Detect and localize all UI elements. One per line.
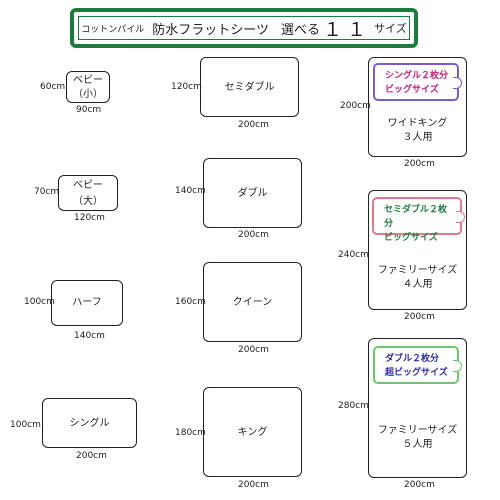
sheet-baby-large: ベビー （大） <box>58 175 118 211</box>
page-curl-icon <box>456 211 465 223</box>
sheet-name-sub: ５人用 <box>402 439 433 450</box>
sheet-width-label: 200cm <box>76 451 107 461</box>
family-4-promo-badge: セミダブル２枚分 ビッグサイズ <box>372 197 465 243</box>
badge-line: シングル２枚分 <box>385 71 449 81</box>
family-5-promo-badge: ダブル２枚分 超ビッグサイズ <box>373 346 462 384</box>
sheet-length-label: 160cm <box>175 297 206 307</box>
sheet-king: キング <box>203 387 302 477</box>
banner-title: 防水フラットシーツ <box>152 22 270 38</box>
sheet-width-label: 140cm <box>74 331 105 341</box>
sheet-name: キング <box>237 427 268 438</box>
sheet-length-label: 180cm <box>175 428 206 438</box>
sheet-baby-small: ベビー （小） <box>66 71 110 103</box>
sheet-width-label: 200cm <box>404 312 435 322</box>
sheet-length-label: 120cm <box>171 82 202 92</box>
sheet-name-sub: ４人用 <box>402 279 433 290</box>
sheet-length-label: 100cm <box>24 297 55 307</box>
sheet-name: ダブル <box>237 188 268 199</box>
sheet-name-sub: ３人用 <box>402 132 433 143</box>
sheet-semi-double: セミダブル <box>200 57 299 117</box>
sheet-length-label: 100cm <box>10 420 41 430</box>
banner-select-text: 選べる <box>281 22 321 38</box>
badge-line-sub: ビッグサイズ <box>385 85 439 95</box>
page-curl-icon <box>453 77 462 89</box>
sheet-width-label: 200cm <box>404 159 435 169</box>
sheet-width-label: 200cm <box>238 480 269 490</box>
page-curl-icon <box>453 360 462 372</box>
sheet-name-sub: （大） <box>73 196 103 207</box>
sheet-width-label: 200cm <box>404 480 435 490</box>
sheet-width-label: 90cm <box>76 105 102 115</box>
sheet-name: クイーン <box>232 297 273 308</box>
banner-suffix: サイズ <box>374 22 407 35</box>
wide-king-promo-badge: シングル２枚分 ビッグサイズ <box>373 63 462 101</box>
sheet-name: ハーフ <box>72 297 102 308</box>
sheet-length-label: 200cm <box>340 101 371 111</box>
sheet-length-label: 280cm <box>338 401 369 411</box>
sheet-name: ベビー <box>73 75 103 86</box>
badge-line-sub: ビッグサイズ <box>384 233 438 243</box>
badge-line: セミダブル２枚分 <box>384 205 448 229</box>
sheet-name: ファミリーサイズ <box>377 265 458 276</box>
banner-number: １１ <box>323 18 372 41</box>
sheet-length-label: 140cm <box>175 186 206 196</box>
title-banner-inner: コットンパイル 防水フラットシーツ 選べる １１ サイズ <box>78 16 410 41</box>
sheet-length-label: 70cm <box>34 187 60 197</box>
sheet-single: シングル <box>42 398 137 448</box>
sheet-name: シングル <box>69 418 110 429</box>
sheet-width-label: 120cm <box>74 213 105 223</box>
sheet-name-sub: （小） <box>73 89 103 100</box>
sheet-name: セミダブル <box>224 82 275 93</box>
sheet-name: ファミリーサイズ <box>377 425 458 436</box>
banner-subtitle: コットンパイル <box>81 24 145 35</box>
sheet-half: ハーフ <box>51 280 123 326</box>
sheet-queen: クイーン <box>203 262 302 342</box>
sheet-double: ダブル <box>203 158 302 228</box>
sheet-width-label: 200cm <box>238 120 269 130</box>
sheet-name: ワイドキング <box>387 118 448 129</box>
badge-line: ダブル２枚分 <box>385 354 440 364</box>
sheet-width-label: 200cm <box>238 345 269 355</box>
badge-line-sub: 超ビッグサイズ <box>385 368 448 378</box>
sheet-length-label: 240cm <box>338 250 369 260</box>
title-banner: コットンパイル 防水フラットシーツ 選べる １１ サイズ <box>70 8 418 48</box>
sheet-name: ベビー <box>73 180 103 191</box>
sheet-length-label: 60cm <box>40 82 66 92</box>
sheet-width-label: 200cm <box>238 230 269 240</box>
